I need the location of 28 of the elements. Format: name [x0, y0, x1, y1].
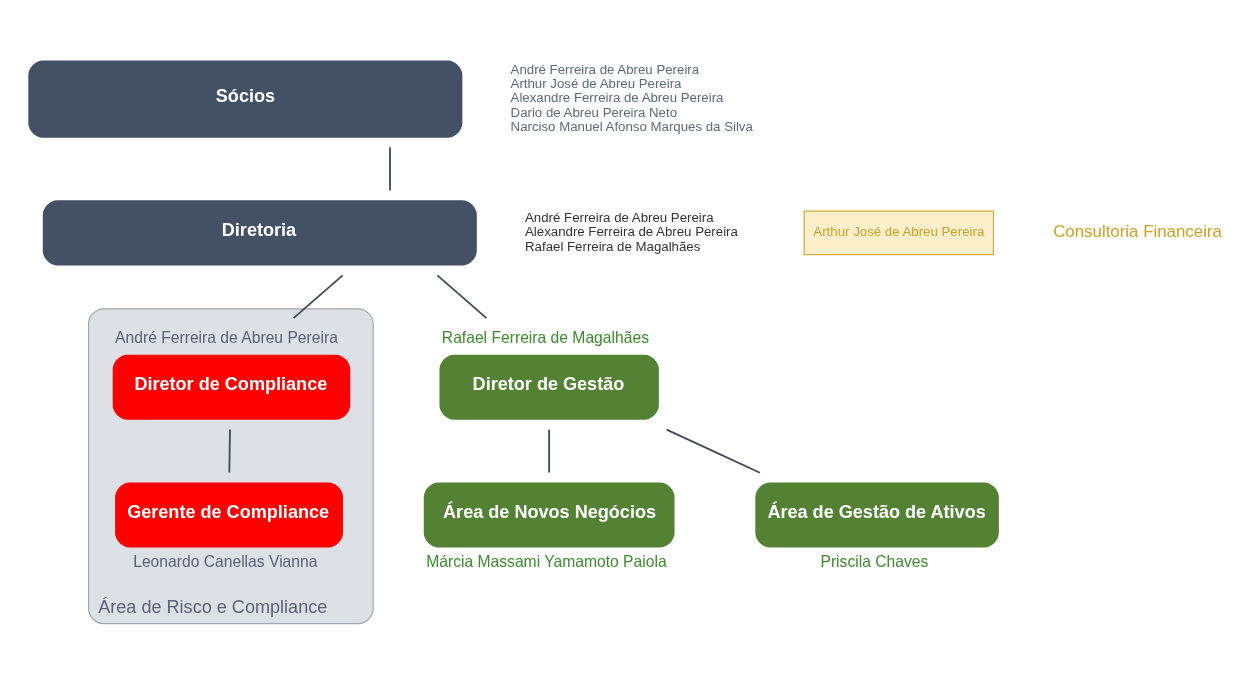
node-box: Diretor de Gestão [439, 354, 659, 420]
node-label: Dario de Abreu Pereira Neto [510, 104, 678, 120]
connector [389, 145, 391, 191]
node-label: Rafael Ferreira de Magalhães [441, 328, 649, 346]
node-label: Rafael Ferreira de Magalhães [525, 238, 701, 254]
node-label: Alexandre Ferreira de Abreu Pereira [525, 223, 738, 239]
node-label: André Ferreira de Abreu Pereira [510, 60, 700, 76]
node-label: André Ferreira de Abreu Pereira [525, 209, 714, 225]
label: Arthur José de Abreu Pereira [813, 223, 985, 239]
connector [228, 428, 231, 473]
node-box: Diretor de Compliance [112, 354, 351, 420]
node-box: Área de Novos Negócios [423, 481, 675, 548]
node-label: Narciso Manuel Afonso Marques da Silva [510, 118, 753, 134]
node-box: Gerente de Compliance [115, 481, 343, 548]
node-box: Área de Gestão de Ativos [755, 481, 999, 548]
connector [548, 428, 551, 473]
node-label: Leonardo Canellas Vianna [133, 552, 318, 570]
node-label: Márcia Massami Yamamoto Paiola [426, 552, 667, 570]
label: Consultoria Financeira [1053, 221, 1222, 241]
connector [292, 273, 344, 319]
node-box: Diretoria [42, 199, 477, 265]
node-label: Alexandre Ferreira de Abreu Pereira [510, 89, 724, 105]
node-label: Priscila Chaves [820, 552, 929, 570]
node-label: Arthur José de Abreu Pereira [510, 75, 682, 91]
connector [665, 428, 761, 474]
connector [436, 273, 488, 319]
node-box: Sócios [28, 59, 463, 138]
node-label: André Ferreira de Abreu Pereira [115, 328, 338, 346]
